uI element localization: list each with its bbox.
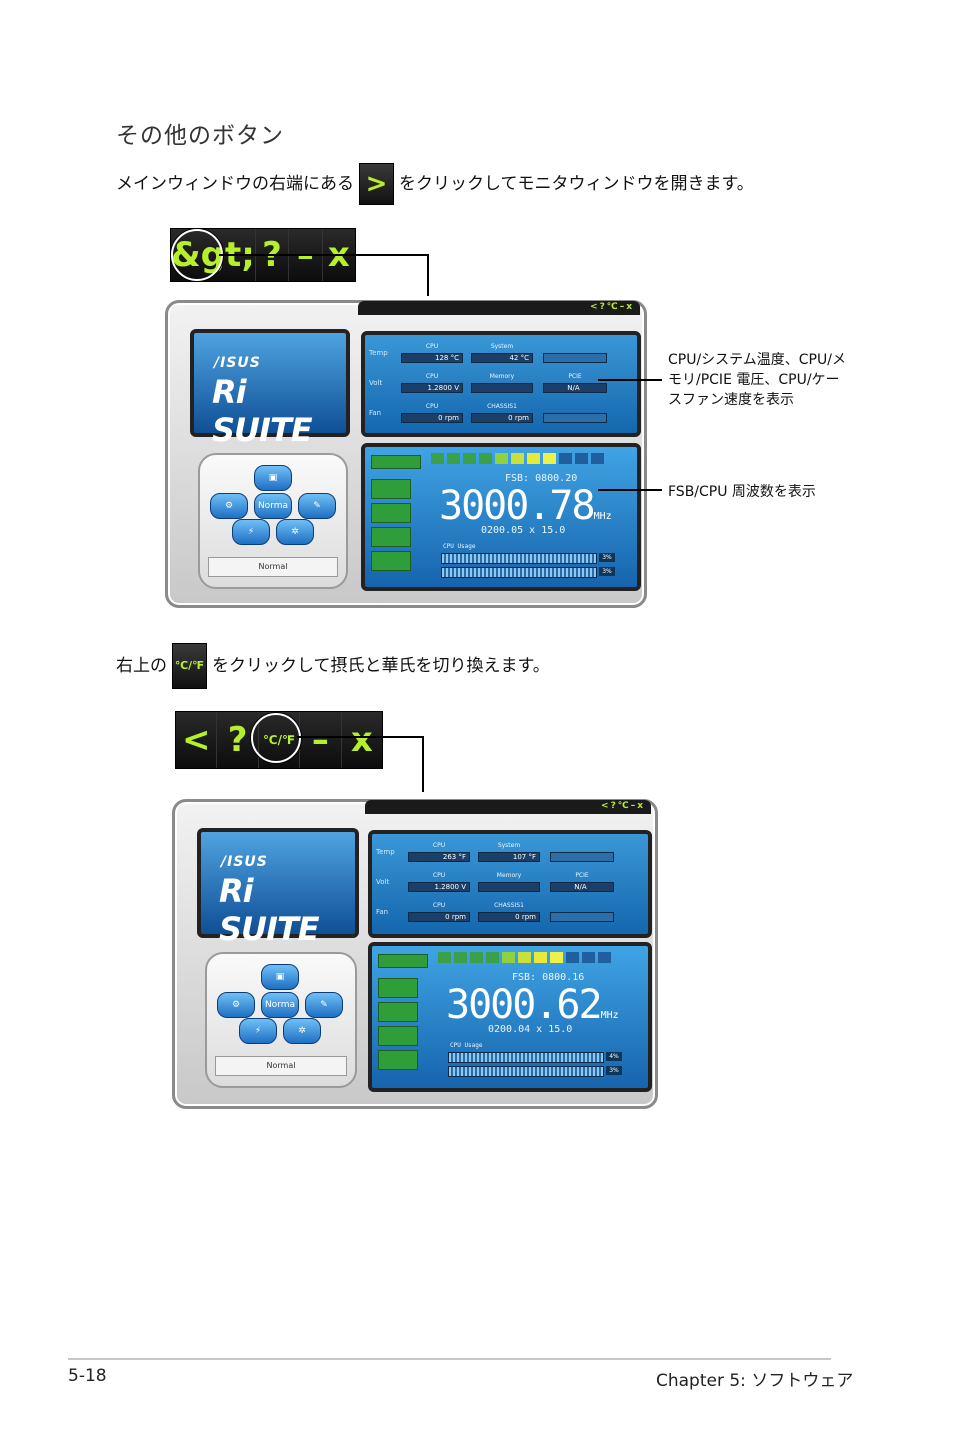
meter-block: [371, 527, 411, 547]
collapse-button[interactable]: <: [176, 712, 218, 768]
cpu-temp-value: 128 °C: [401, 353, 463, 363]
leader-line: [427, 254, 429, 296]
meter-block: [371, 551, 411, 571]
meter-block: [378, 1002, 418, 1022]
sensor-panel: Temp Volt Fan CPU System 128 °C 42 °C CP…: [361, 331, 641, 437]
fsb-readout: FSB: 0800.16: [512, 972, 585, 983]
cpu-usage-bar: [441, 553, 597, 564]
cpu-usage-value: 3%: [606, 1066, 622, 1075]
cpu-usage-value: 4%: [606, 1052, 622, 1061]
fan-icon[interactable]: ✲: [276, 519, 314, 545]
meter-block: [378, 954, 428, 968]
section-title: その他のボタン: [116, 123, 284, 149]
chapter-title: Chapter 5: ソフトウェア: [656, 1371, 854, 1391]
window-controls-icon[interactable]: <?℃–x: [601, 801, 645, 811]
system-temp-value: 42 °C: [471, 353, 533, 363]
ai-suite-logo: /ISUS Ri SUITE: [190, 329, 350, 449]
cpu-usage-label: CPU Usage: [450, 1042, 483, 1049]
ai-suite-window: <?℃–x /ISUS Ri SUITE ▣ ⚙ Norma ✎ ⚡ ✲ Nor…: [165, 300, 647, 608]
window-titlebar: <?℃–x: [365, 800, 651, 814]
leader-line: [219, 254, 429, 256]
empty-slot: [550, 852, 614, 862]
monitor-icon[interactable]: ▣: [254, 465, 292, 491]
control-pad: ▣ ⚙ Norma ✎ ⚡ ✲ Normal: [198, 453, 348, 589]
ai-suite-window: <?℃–x /ISUS Ri SUITE ▣ ⚙ Norma ✎ ⚡ ✲ Nor…: [172, 799, 658, 1109]
leader-line: [422, 736, 424, 792]
leader-line: [297, 736, 424, 738]
close-button[interactable]: x: [350, 720, 373, 760]
led-bar: [431, 453, 604, 464]
sensor-panel: Temp Volt Fan CPU System 263 °F 107 °F C…: [368, 830, 652, 938]
window-controls-icon[interactable]: <?℃–x: [590, 302, 634, 312]
meter-block: [378, 1026, 418, 1046]
instruction-text-before: 右上の: [116, 656, 167, 676]
meter-block: [371, 455, 421, 469]
tool-icon[interactable]: ✎: [305, 992, 343, 1018]
meter-block: [378, 1050, 418, 1070]
meter-block: [378, 978, 418, 998]
pcie-volt-value: N/A: [543, 383, 607, 393]
norma-button[interactable]: Norma: [261, 992, 299, 1018]
footer-rule: [68, 1358, 831, 1360]
cpu-fan-value: 0 rpm: [408, 912, 470, 922]
empty-slot: [543, 413, 607, 423]
led-bar: [438, 952, 611, 963]
frequency-meter: FSB: 0800.16 3000.62MHz 0200.04 x 15.0 C…: [368, 942, 652, 1092]
control-pad: ▣ ⚙ Norma ✎ ⚡ ✲ Normal: [205, 952, 357, 1088]
expand-arrow-icon: >: [359, 163, 394, 205]
cpu-volt-value: 1.2800 V: [408, 882, 470, 892]
norma-button[interactable]: Norma: [254, 493, 292, 519]
tool-icon[interactable]: ✎: [298, 493, 336, 519]
cpu-usage-bar: [448, 1066, 604, 1077]
instruction-text-after: をクリックしてモニタウィンドウを開きます。: [399, 174, 754, 194]
empty-slot: [543, 353, 607, 363]
power-icon[interactable]: ⚡: [232, 519, 270, 545]
cpu-usage-bar: [441, 567, 597, 578]
instruction-open-monitor: メインウィンドウの右端にある>をクリックしてモニタウィンドウを開きます。: [116, 163, 754, 205]
leader-line: [598, 379, 662, 381]
tuning-icon[interactable]: ⚙: [210, 493, 248, 519]
meter-block: [371, 503, 411, 523]
chassis-fan-value: 0 rpm: [471, 413, 533, 423]
multiplier-readout: 0200.05 x 15.0: [481, 525, 566, 536]
cpu-usage-value: 3%: [599, 567, 615, 576]
monitor-icon[interactable]: ▣: [261, 964, 299, 990]
cpu-volt-value: 1.2800 V: [401, 383, 463, 393]
instruction-text-after: をクリックして摂氏と華氏を切り換えます。: [212, 656, 550, 676]
annotation-fsb: FSB/CPU 周波数を表示: [668, 484, 816, 500]
chassis-fan-value: 0 rpm: [478, 912, 540, 922]
fsb-readout: FSB: 0800.20: [505, 473, 578, 484]
pcie-volt-value: N/A: [550, 882, 614, 892]
cpu-usage-bar: [448, 1052, 604, 1063]
power-icon[interactable]: ⚡: [239, 1018, 277, 1044]
system-temp-value: 107 °F: [478, 852, 540, 862]
cpu-usage-label: CPU Usage: [443, 543, 476, 550]
cpu-frequency: 3000.62MHz: [446, 982, 619, 1028]
celsius-fahrenheit-icon: ℃/℉: [172, 643, 207, 689]
ai-suite-logo: /ISUS Ri SUITE: [197, 828, 359, 948]
meter-block: [371, 479, 411, 499]
memory-volt-value: [478, 882, 540, 892]
page-number: 5-18: [68, 1366, 107, 1386]
window-titlebar: <?℃–x: [358, 301, 640, 315]
highlight-circle: [171, 229, 223, 281]
cpu-temp-value: 263 °F: [408, 852, 470, 862]
mode-display: Normal: [208, 557, 338, 577]
cpu-usage-value: 3%: [599, 553, 615, 562]
highlight-circle: [251, 713, 301, 763]
fan-icon[interactable]: ✲: [283, 1018, 321, 1044]
annotation-sensors: CPU/システム温度、CPU/メモリ/PCIE 電圧、CPU/ケースファン速度を…: [668, 352, 846, 408]
memory-volt-value: [471, 383, 533, 393]
tuning-icon[interactable]: ⚙: [217, 992, 255, 1018]
empty-slot: [550, 912, 614, 922]
leader-line: [598, 489, 662, 491]
multiplier-readout: 0200.04 x 15.0: [488, 1024, 573, 1035]
minimize-button[interactable]: –: [300, 712, 342, 768]
frequency-meter: FSB: 0800.20 3000.78MHz 0200.05 x 15.0 C…: [361, 443, 641, 591]
instruction-text-before: メインウィンドウの右端にある: [116, 174, 354, 194]
mode-display: Normal: [215, 1056, 347, 1076]
cpu-fan-value: 0 rpm: [401, 413, 463, 423]
cpu-frequency: 3000.78MHz: [439, 483, 612, 529]
